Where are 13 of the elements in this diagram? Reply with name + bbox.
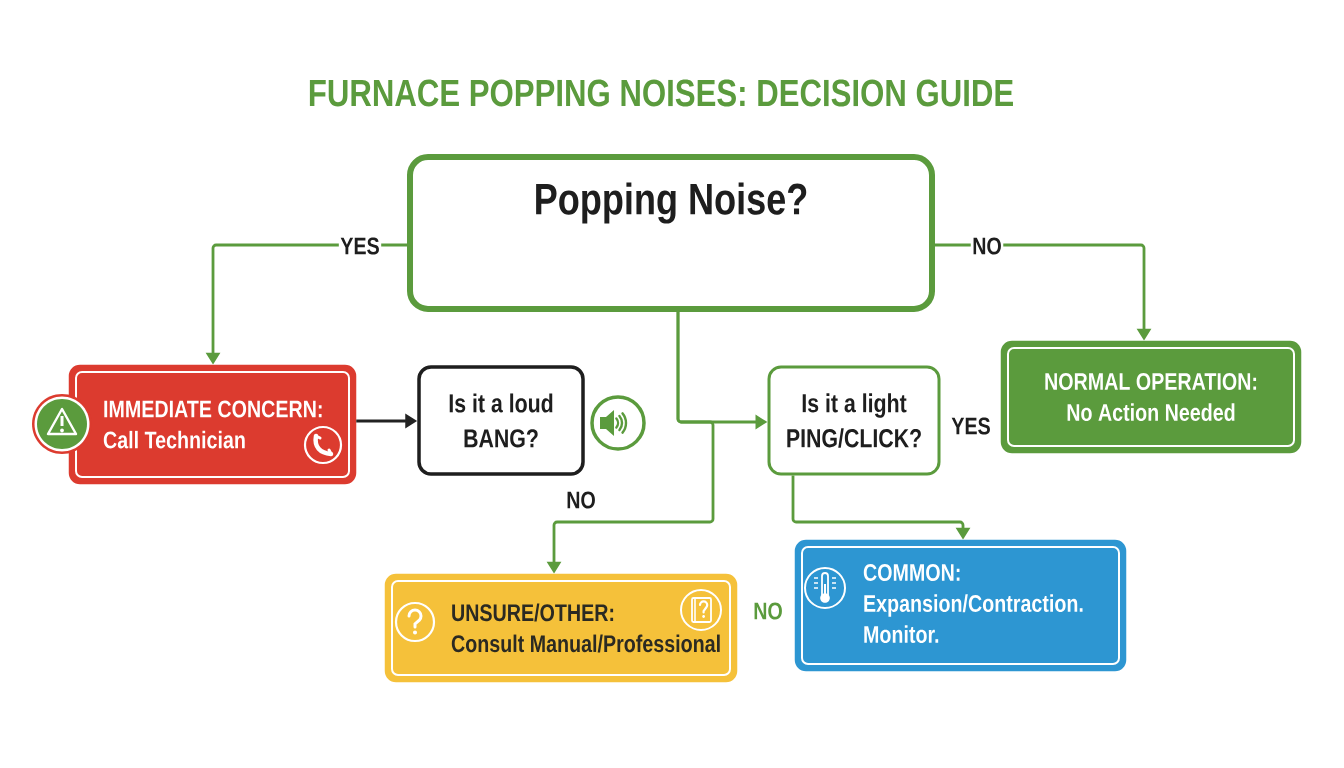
result-box: UNSURE/OTHER: Consult Manual/Professional	[384, 573, 738, 683]
result-box: COMMON: Expansion/Contraction. Monitor.	[794, 539, 1127, 672]
answer-label: NO	[754, 602, 782, 620]
edge-label: NO	[970, 236, 1004, 256]
result-box: NORMAL OPERATION: No Action Needed	[1000, 340, 1302, 454]
question-box: Is it a loud BANG?	[417, 365, 585, 476]
alert-box: IMMEDIATE CONCERN: Call Technician	[68, 364, 357, 485]
edge-label: YES	[338, 236, 382, 256]
question-box: Is it a light PING/CLICK?	[767, 365, 941, 476]
decision-box: Popping Noise?	[407, 154, 935, 312]
title: FURNACE POPPING NOISES: DECISION GUIDE	[309, 79, 1013, 107]
edge-label: NO	[564, 490, 598, 510]
answer-label: YES	[951, 417, 990, 435]
